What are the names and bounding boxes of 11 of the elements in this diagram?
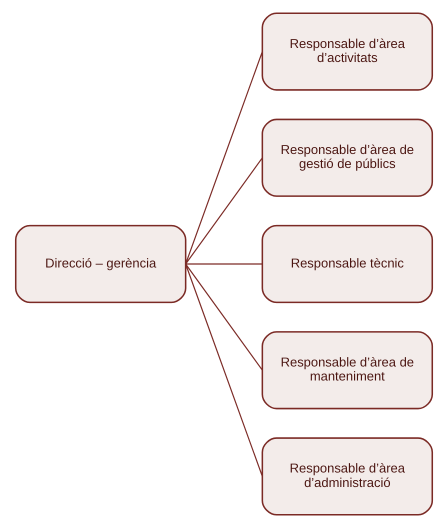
node-box: Responsable d’àrea de manteniment xyxy=(262,331,434,410)
connector xyxy=(185,51,263,264)
connector xyxy=(185,264,263,477)
node-box: Direcció – gerència xyxy=(14,224,186,304)
node-box: Responsable d’àrea d’administració xyxy=(262,437,434,516)
node-box: Responsable d’àrea d’activitats xyxy=(262,12,434,91)
connector xyxy=(185,264,263,371)
node-box: Responsable tècnic xyxy=(262,224,434,304)
connector xyxy=(185,157,263,264)
node-box: Responsable d’àrea de gestió de públics xyxy=(262,118,434,197)
connector xyxy=(186,263,262,265)
